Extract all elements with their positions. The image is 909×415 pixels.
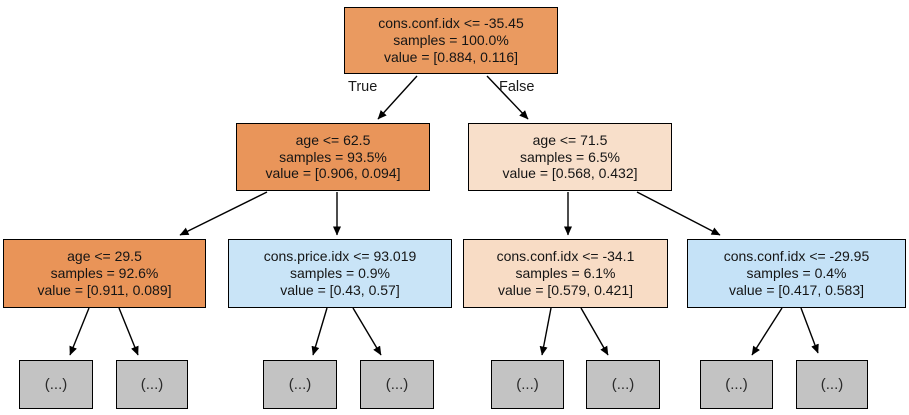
collapsed-leaf-node: (...) xyxy=(19,360,93,409)
node-value: value = [0.906, 0.094] xyxy=(265,165,401,182)
edge-d23-leaf6 xyxy=(580,307,609,356)
leaf-ellipsis-label: (...) xyxy=(516,376,539,393)
node-value: value = [0.417, 0.583] xyxy=(728,281,865,298)
node-value: value = [0.43, 0.57] xyxy=(280,281,400,298)
edge-d23-leaf5 xyxy=(539,307,552,356)
node-value: value = [0.568, 0.432] xyxy=(502,165,638,182)
tree-node-depth2-2: cons.price.idx <= 93.019 samples = 0.9% … xyxy=(228,239,452,308)
node-samples: samples = 100.0% xyxy=(393,32,509,49)
tree-node-depth2-1: age <= 29.5 samples = 92.6% value = [0.9… xyxy=(3,239,206,308)
node-split-condition: cons.conf.idx <= -34.1 xyxy=(496,248,635,265)
node-value: value = [0.884, 0.116] xyxy=(383,48,518,65)
leaf-ellipsis-label: (...) xyxy=(611,376,635,393)
edge-d24-leaf7 xyxy=(751,307,783,356)
node-split-condition: cons.conf.idx <= -29.95 xyxy=(723,248,870,265)
tree-node-depth1-left: age <= 62.5 samples = 93.5% value = [0.9… xyxy=(236,123,430,191)
collapsed-leaf-node: (...) xyxy=(700,360,773,409)
collapsed-leaf-node: (...) xyxy=(116,360,188,409)
node-value: value = [0.911, 0.089] xyxy=(37,281,172,298)
collapsed-leaf-node: (...) xyxy=(263,360,337,409)
leaf-ellipsis-label: (...) xyxy=(44,376,68,393)
leaf-ellipsis-label: (...) xyxy=(820,376,844,393)
collapsed-leaf-node: (...) xyxy=(586,360,660,409)
node-split-condition: cons.price.idx <= 93.019 xyxy=(263,248,417,265)
tree-node-root: cons.conf.idx <= -35.45 samples = 100.0%… xyxy=(344,7,558,74)
tree-node-depth2-3: cons.conf.idx <= -34.1 samples = 6.1% va… xyxy=(463,239,668,308)
tree-node-depth1-right: age <= 71.5 samples = 6.5% value = [0.56… xyxy=(468,123,672,191)
leaf-ellipsis-label: (...) xyxy=(288,376,312,393)
node-samples: samples = 0.4% xyxy=(746,265,847,282)
edge-d22-leaf3 xyxy=(311,307,328,356)
edge-d21-leaf1 xyxy=(69,307,90,356)
edge-root-false xyxy=(486,75,529,120)
edge-d24-leaf8 xyxy=(800,307,819,354)
node-samples: samples = 6.5% xyxy=(520,148,620,165)
leaf-ellipsis-label: (...) xyxy=(140,376,164,393)
leaf-ellipsis-label: (...) xyxy=(725,376,748,393)
node-samples: samples = 6.1% xyxy=(515,265,616,282)
node-split-condition: cons.conf.idx <= -35.45 xyxy=(378,15,524,32)
collapsed-leaf-node: (...) xyxy=(491,360,564,409)
edge-label-false: False xyxy=(499,79,535,95)
collapsed-leaf-node: (...) xyxy=(796,360,868,409)
leaf-ellipsis-label: (...) xyxy=(385,376,409,393)
edge-d22-leaf4 xyxy=(352,307,382,356)
node-samples: samples = 92.6% xyxy=(50,265,159,282)
edge-root-true xyxy=(377,75,418,120)
edge-d1r-right xyxy=(636,191,721,236)
edge-d21-leaf2 xyxy=(118,307,139,356)
node-split-condition: age <= 71.5 xyxy=(532,131,608,148)
edge-label-true: True xyxy=(348,79,378,95)
edge-d1l-left xyxy=(179,191,268,236)
node-value: value = [0.579, 0.421] xyxy=(497,281,634,298)
node-samples: samples = 0.9% xyxy=(290,265,390,282)
node-split-condition: age <= 62.5 xyxy=(295,131,371,148)
collapsed-leaf-node: (...) xyxy=(360,360,434,409)
tree-node-depth2-4: cons.conf.idx <= -29.95 samples = 0.4% v… xyxy=(687,239,906,308)
node-samples: samples = 93.5% xyxy=(279,148,387,165)
node-split-condition: age <= 29.5 xyxy=(67,248,142,265)
